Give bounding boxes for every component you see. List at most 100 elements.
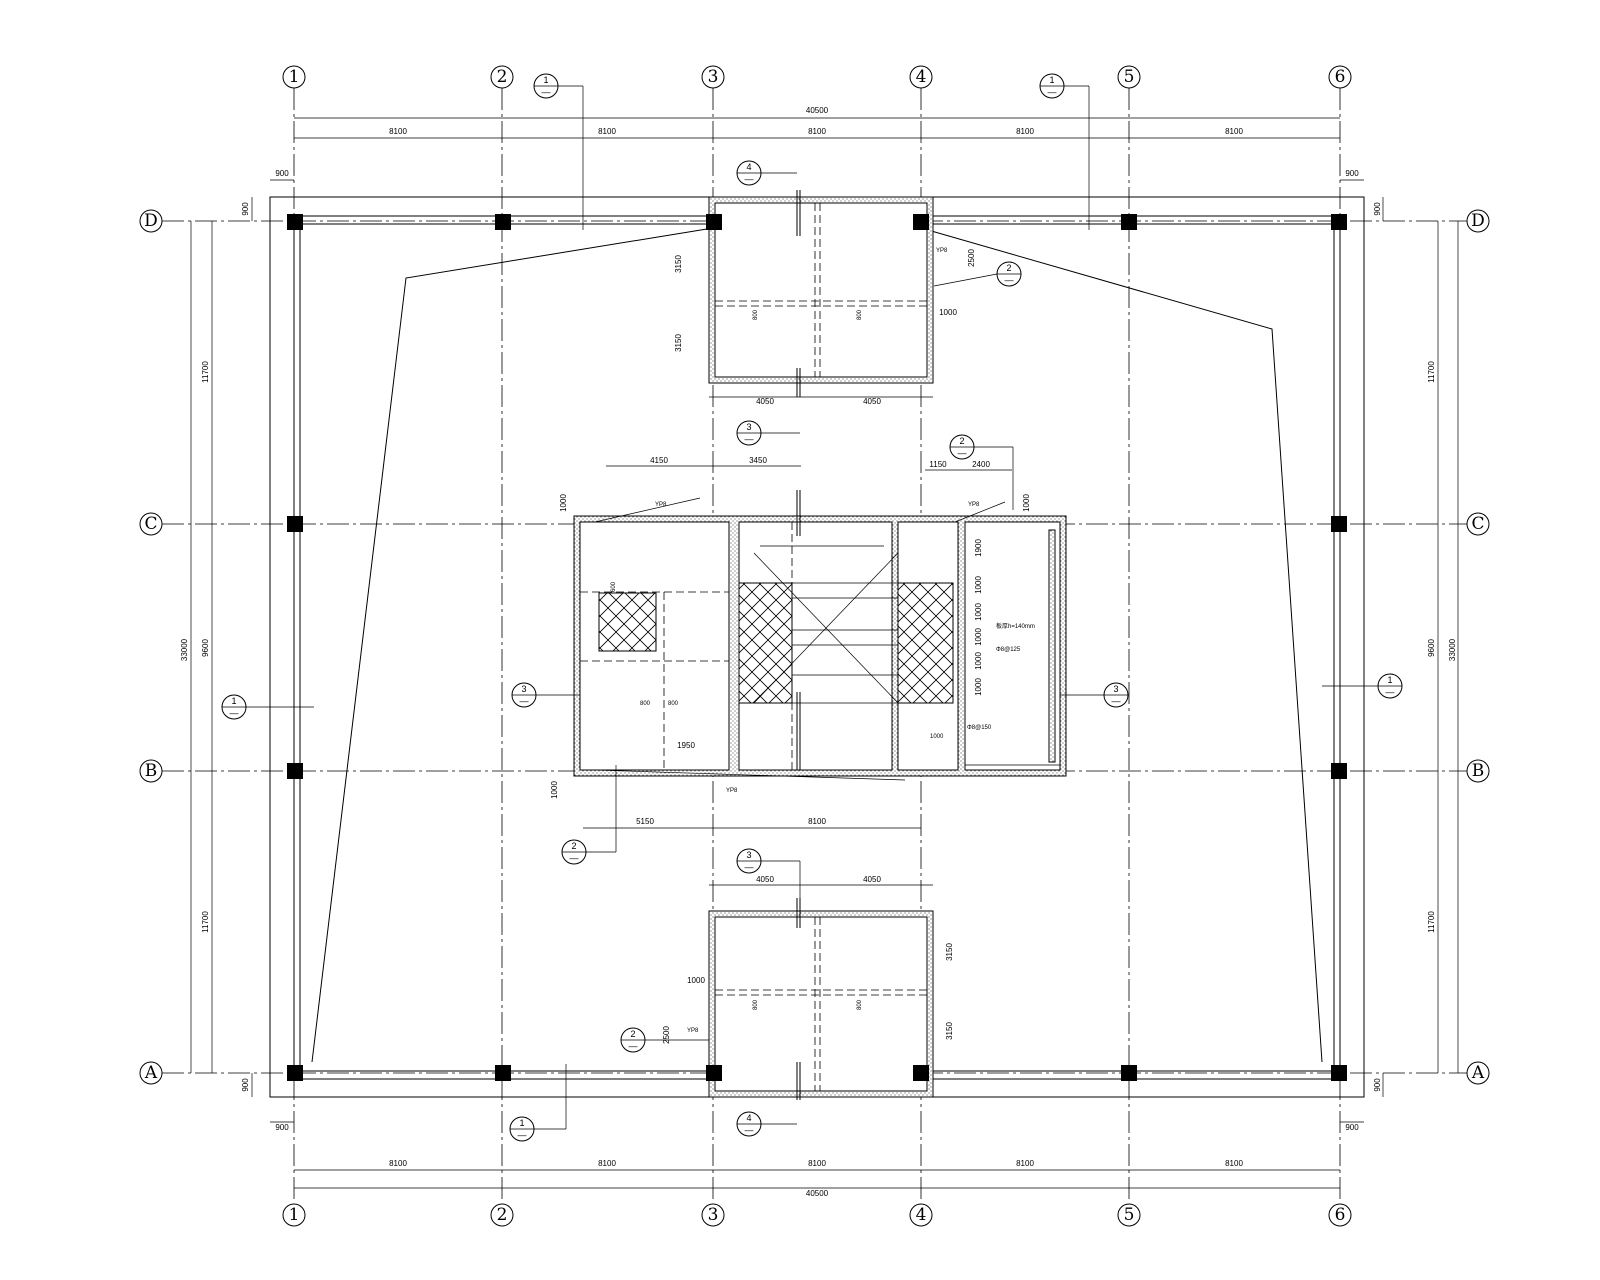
- yp-label-core-right: YP8: [968, 502, 980, 508]
- axis-bubble-D-right: D: [1466, 209, 1490, 233]
- bottom-pit: [708, 898, 934, 1100]
- pit-bottom-left-width: 4050: [756, 875, 774, 884]
- svg-text:6: 6: [1335, 67, 1346, 87]
- svg-text:—: —: [518, 1130, 527, 1140]
- svg-text:C: C: [144, 514, 157, 534]
- section-mark-1-top-right: 1—: [1039, 73, 1090, 230]
- section-markers: 1— 1— 4— 3— 2— 2— 3—: [221, 73, 1403, 1142]
- edge-bottom-left: 900: [275, 1123, 289, 1132]
- axis-bubble-3-bottom: 3: [701, 1203, 725, 1227]
- bay-d-c-right: 11700: [1427, 361, 1436, 383]
- pit-top-note-b: 800: [857, 309, 863, 320]
- edge-top-left: 900: [275, 169, 289, 178]
- svg-text:A: A: [144, 1063, 158, 1083]
- svg-text:—: —: [570, 853, 579, 863]
- opening-dim-2400: 2400: [972, 460, 990, 469]
- core-stack-1000-b: 1000: [974, 603, 983, 621]
- axis-bubble-4-top: 4: [909, 65, 933, 89]
- axis-bubble-C-right: C: [1466, 512, 1490, 536]
- svg-text:1: 1: [231, 696, 236, 706]
- columns: [287, 214, 1347, 1081]
- svg-text:—: —: [745, 174, 754, 184]
- bay-width-4-5: 8100: [1016, 127, 1034, 136]
- bay-width-2-3: 8100: [598, 127, 616, 136]
- svg-text:2: 2: [1006, 263, 1011, 273]
- svg-text:4: 4: [746, 162, 751, 172]
- section-mark-3-bottom-pit: 3—: [736, 848, 801, 920]
- svg-text:1: 1: [519, 1118, 524, 1128]
- svg-text:3: 3: [746, 422, 751, 432]
- svg-text:—: —: [745, 1125, 754, 1135]
- section-mark-1-top-left: 1—: [533, 73, 584, 230]
- axis-bubble-B-right: B: [1466, 759, 1490, 783]
- svg-text:5: 5: [1124, 67, 1135, 87]
- axis-bubble-5-bottom: 5: [1117, 1203, 1141, 1227]
- section-mark-3-core-right: 3—: [1060, 682, 1129, 708]
- pit-top-left-width: 4050: [756, 397, 774, 406]
- edge-left-top: 900: [241, 202, 250, 216]
- section-mark-2-top-pit: 2—: [933, 261, 1022, 287]
- svg-text:1: 1: [289, 67, 300, 87]
- svg-text:3: 3: [746, 850, 751, 860]
- core-stack-1000-e: 1000: [974, 678, 983, 696]
- core-stack-1000-a: 1000: [974, 576, 983, 594]
- edge-bottom-right: 900: [1345, 1123, 1359, 1132]
- pit-bottom-note-b: 800: [857, 999, 863, 1010]
- svg-text:6: 6: [1335, 1205, 1346, 1225]
- section-mark-4-bottom: 4—: [736, 1111, 797, 1137]
- axis-bubble-C-left: C: [139, 512, 163, 536]
- bay-width-bottom-1: 8100: [389, 1159, 407, 1168]
- axis-bubble-2-top: 2: [490, 65, 514, 89]
- pit-top-1000: 1000: [939, 308, 957, 317]
- axis-bubbles: 1 2 3 4 5 6 1 2 3 4 5 6 D C B A D C B A: [139, 65, 1490, 1227]
- top-pit: [708, 190, 934, 397]
- core-dim-left: 4150: [650, 456, 668, 465]
- pit-bottom-note-a: 800: [753, 999, 759, 1010]
- svg-text:—: —: [1048, 87, 1057, 97]
- svg-text:—: —: [629, 1041, 638, 1051]
- pit-bottom-1000: 1000: [687, 976, 705, 985]
- section-mark-2-bottom-pit: 2—: [620, 1027, 709, 1053]
- dimension-lines: [190, 117, 1459, 1189]
- svg-text:2: 2: [959, 436, 964, 446]
- svg-text:2: 2: [630, 1029, 635, 1039]
- svg-text:3: 3: [1113, 684, 1118, 694]
- core-stack-1000-c: 1000: [974, 628, 983, 646]
- pit-top-2500: 2500: [967, 249, 976, 267]
- section-mark-3-core-left: 3—: [511, 682, 580, 708]
- core-dim-right: 3450: [749, 456, 767, 465]
- axis-bubble-4-bottom: 4: [909, 1203, 933, 1227]
- core-dim-1000-right: 1000: [1022, 494, 1031, 512]
- opening-dim-1150: 1150: [929, 460, 947, 469]
- edge-right-top: 900: [1373, 202, 1382, 216]
- edge-top-right: 900: [1345, 169, 1359, 178]
- axis-bubble-1-bottom: 1: [282, 1203, 306, 1227]
- bay-width-3-4: 8100: [808, 127, 826, 136]
- svg-text:—: —: [958, 448, 967, 458]
- slab-thickness-note: 板厚h=140mm: [996, 622, 1035, 630]
- svg-text:—: —: [745, 862, 754, 872]
- bay-c-b-left: 9600: [201, 639, 210, 657]
- overall-depth-left: 33000: [180, 638, 189, 661]
- section-mark-3-top-pit: 3—: [736, 420, 800, 446]
- axis-bubble-2-bottom: 2: [490, 1203, 514, 1227]
- yp-label-core-left: YP8: [655, 502, 667, 508]
- pit-bottom-depth-a: 3150: [945, 943, 954, 961]
- svg-text:—: —: [1005, 275, 1014, 285]
- core-stack-1900: 1900: [974, 539, 983, 557]
- svg-text:1: 1: [289, 1205, 300, 1225]
- dimension-text: 40500 8100 8100 8100 8100 8100 900 900 4…: [180, 106, 1457, 1198]
- bay-width-bottom-5: 8100: [1225, 1159, 1243, 1168]
- central-core: [573, 490, 1067, 781]
- axis-bubble-1-top: 1: [282, 65, 306, 89]
- bay-b-a-left: 11700: [201, 911, 210, 933]
- rebar-note-short: Φ8@150: [967, 725, 992, 731]
- pit-top-depth-b: 3150: [674, 334, 683, 352]
- axis-bubble-6-top: 6: [1328, 65, 1352, 89]
- edge-right-bottom: 900: [1373, 1078, 1382, 1092]
- overall-depth-right: 33000: [1448, 638, 1457, 661]
- svg-text:4: 4: [746, 1113, 751, 1123]
- svg-text:3: 3: [708, 1205, 719, 1225]
- overall-width-top: 40500: [806, 106, 829, 115]
- pit-bottom-2500: 2500: [662, 1026, 671, 1044]
